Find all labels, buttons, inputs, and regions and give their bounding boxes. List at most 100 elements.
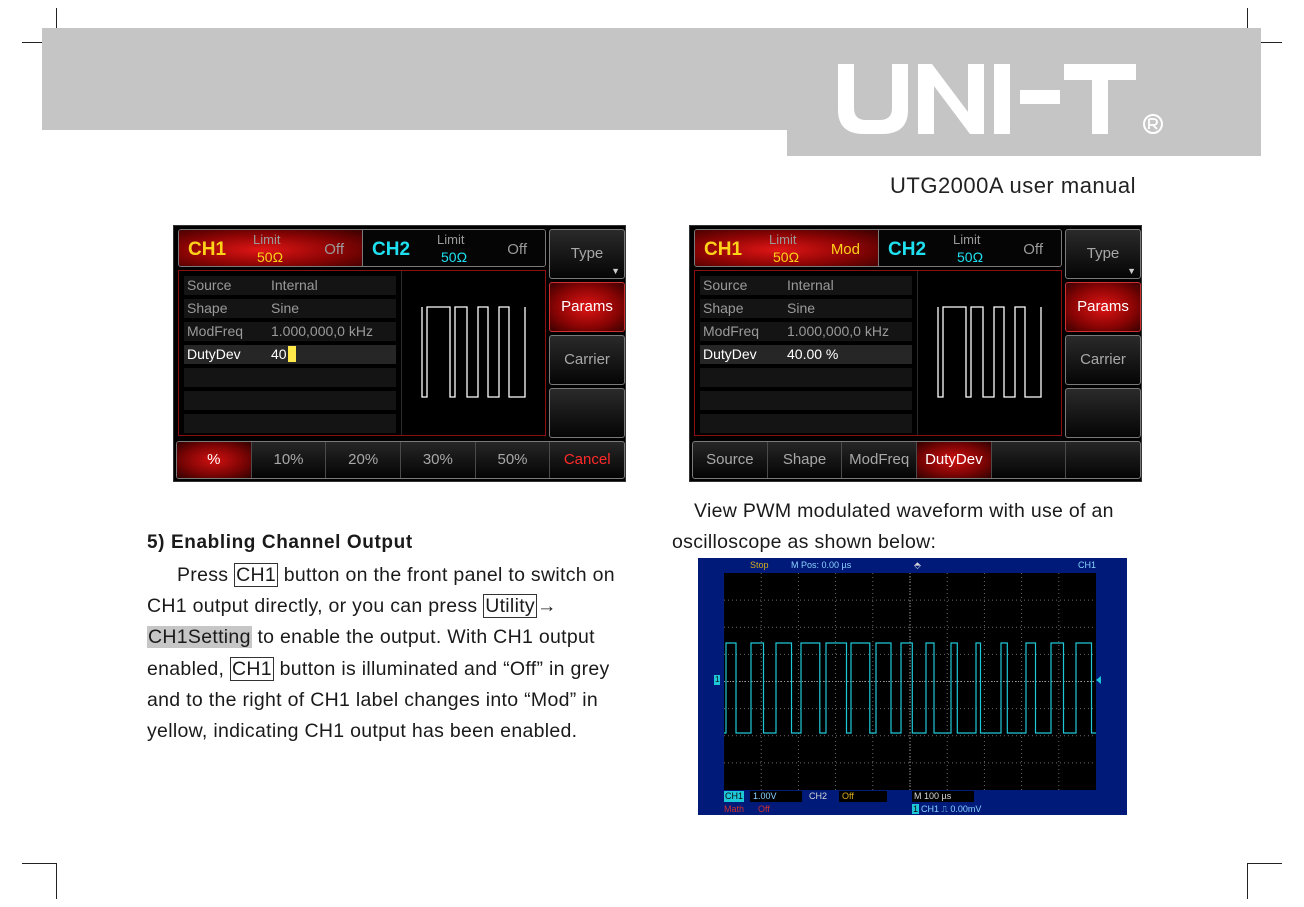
param-value: 1.000,000,0 kHz xyxy=(271,323,373,339)
param-row-shape[interactable]: Shape Sine xyxy=(184,299,396,318)
ch2-indicator[interactable]: CH2 Limit 50Ω Off xyxy=(878,230,1061,266)
crop-mark-bl-v xyxy=(56,863,57,899)
params-button[interactable]: Params xyxy=(1065,282,1141,332)
param-label: ModFreq xyxy=(703,323,760,339)
arrow-icon: → xyxy=(536,595,557,618)
crop-mark-br-h xyxy=(1247,863,1282,864)
body-line: yellow, indicating CH1 output has been e… xyxy=(147,720,578,743)
softkey-dutydev[interactable]: DutyDev xyxy=(917,442,992,478)
ch2-state: Off xyxy=(507,241,527,258)
param-row-empty xyxy=(700,391,912,410)
dropdown-triangle-icon: ▼ xyxy=(1127,266,1136,276)
param-row-modfreq[interactable]: ModFreq 1.000,000,0 kHz xyxy=(184,322,396,341)
softkey-percent[interactable]: % xyxy=(177,442,252,478)
carrier-button[interactable]: Carrier xyxy=(549,335,625,385)
param-row-modfreq[interactable]: ModFreq 1.000,000,0 kHz xyxy=(700,322,912,341)
body-text-fragment: enabled, xyxy=(147,657,225,680)
body-text-fragment: CH1 output directly, or you can press xyxy=(147,595,478,618)
softkey-blank[interactable] xyxy=(1066,442,1140,478)
softkey-source[interactable]: Source xyxy=(693,442,768,478)
section-body: Press CH1 button on the front panel to s… xyxy=(147,560,647,747)
param-label: ModFreq xyxy=(187,323,244,339)
ch1-state: Mod xyxy=(830,241,860,258)
param-row-source[interactable]: Source Internal xyxy=(700,276,912,295)
param-row-empty xyxy=(184,391,396,410)
pwm-trace xyxy=(724,642,1096,734)
body-line: and to the right of CH1 label changes in… xyxy=(147,688,599,711)
scope-timebase: M 100 µs xyxy=(912,791,974,802)
param-row-empty xyxy=(700,368,912,387)
param-row-empty xyxy=(184,368,396,387)
ch1-limit-label: Limit xyxy=(769,232,797,247)
pwm-waveform-icon xyxy=(421,306,526,398)
crop-mark-br-v xyxy=(1247,863,1248,899)
param-row-dutydev[interactable]: DutyDev 40.00 % xyxy=(700,345,912,364)
ch1-label: CH1 xyxy=(188,239,227,260)
ch2-limit-label: Limit xyxy=(437,232,465,247)
ch1-indicator[interactable]: CH1 Limit 50Ω Mod xyxy=(695,230,878,266)
param-row-shape[interactable]: Shape Sine xyxy=(700,299,912,318)
blank-side-button[interactable] xyxy=(549,388,625,438)
param-value: 40.00 % xyxy=(787,346,839,362)
ch1-label: CH1 xyxy=(704,239,743,260)
brand-logo xyxy=(838,64,1163,134)
blank-side-button[interactable] xyxy=(1065,388,1141,438)
scope-graticule xyxy=(724,573,1096,790)
param-label: DutyDev xyxy=(187,346,241,362)
softkey-shape[interactable]: Shape xyxy=(768,442,843,478)
softkey-cancel[interactable]: Cancel xyxy=(563,451,611,468)
trigger-level-marker xyxy=(1096,676,1101,684)
param-row-source[interactable]: Source Internal xyxy=(184,276,396,295)
body-line: Press CH1 button on the front panel to s… xyxy=(147,560,647,591)
scope-ch2-state: Off xyxy=(839,791,887,802)
trigger-position-icon: ⬘ xyxy=(914,560,921,570)
channel-bar: CH1 Limit 50Ω Off CH2 Limit 50Ω Off xyxy=(178,229,546,267)
param-label: Source xyxy=(703,277,748,293)
trigger-text: CH1 ⎍ 0.00mV xyxy=(921,804,982,814)
ch2-label: CH2 xyxy=(888,239,927,260)
param-row-dutydev[interactable]: DutyDev 40 xyxy=(184,345,396,364)
softkey-modfreq[interactable]: ModFreq xyxy=(842,442,918,478)
scope-ch1-label: CH1 xyxy=(724,791,745,802)
carrier-button[interactable]: Carrier xyxy=(1065,335,1141,385)
menu-ch1setting: CH1Setting xyxy=(147,626,252,649)
body-line: CH1 output directly, or you can press Ut… xyxy=(147,591,647,622)
ch1-level-marker: 1 xyxy=(714,675,721,685)
crop-mark-bl-h xyxy=(22,863,57,864)
waveform-preview xyxy=(917,271,1062,435)
waveform-preview xyxy=(401,271,546,435)
ch2-limit-value: 50Ω xyxy=(957,249,984,265)
scope-math-label: Math xyxy=(724,804,745,814)
ch1-indicator[interactable]: CH1 Limit 50Ω Off xyxy=(179,230,362,266)
param-label: Shape xyxy=(187,300,228,316)
param-value: 1.000,000,0 kHz xyxy=(787,323,889,339)
body-text-fragment: button on the front panel to switch on xyxy=(283,564,615,586)
ch1-state: Off xyxy=(324,241,344,258)
scope-ch2-label: CH2 xyxy=(809,791,828,801)
ch2-indicator[interactable]: CH2 Limit 50Ω Off xyxy=(362,230,545,266)
softkey-blank[interactable] xyxy=(992,442,1067,478)
type-button[interactable]: Type▼ xyxy=(1065,229,1141,279)
type-button[interactable]: Type▼ xyxy=(549,229,625,279)
pwm-waveform-icon xyxy=(937,306,1042,398)
scope-math-state: Off xyxy=(758,804,770,814)
param-value-editing[interactable]: 40 xyxy=(271,346,296,362)
body-text-fragment: to enable the output. With CH1 output xyxy=(257,626,595,649)
crop-mark-tl-h xyxy=(22,42,57,43)
body-line: enabled, CH1 button is illuminated and “… xyxy=(147,654,647,685)
parameter-panel: Source Internal Shape Sine ModFreq 1.000… xyxy=(694,270,1062,436)
softkey-20-percent[interactable]: 20% xyxy=(326,442,402,478)
param-value: Sine xyxy=(787,300,816,316)
params-button[interactable]: Params xyxy=(549,282,625,332)
trigger-badge: 1 xyxy=(912,804,920,814)
key-ch1: CH1 xyxy=(229,656,274,681)
key-utility: Utility xyxy=(483,594,537,619)
ch1-limit-value: 50Ω xyxy=(257,249,284,265)
softkey-50-percent[interactable]: 50% xyxy=(476,442,551,478)
ch2-limit-label: Limit xyxy=(953,232,981,247)
softkey-10-percent[interactable]: 10% xyxy=(252,442,327,478)
softkey-30-percent[interactable]: 30% xyxy=(401,442,476,478)
pwm-view-paragraph: View PWM modulated waveform with use of … xyxy=(672,496,1157,558)
param-label: DutyDev xyxy=(703,346,757,362)
param-label: Shape xyxy=(703,300,744,316)
